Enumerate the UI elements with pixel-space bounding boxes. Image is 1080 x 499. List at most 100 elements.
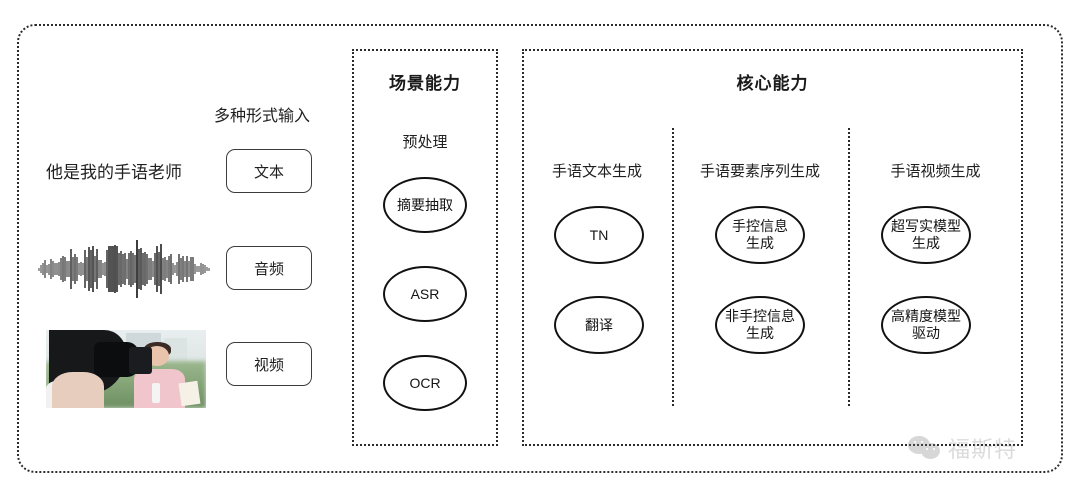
waveform-bar xyxy=(198,265,200,273)
waveform-bar xyxy=(44,260,46,278)
waveform-bar xyxy=(98,259,100,279)
waveform-bar xyxy=(68,261,70,277)
waveform-bar xyxy=(156,246,158,292)
waveform-bar xyxy=(120,251,122,287)
waveform-bar xyxy=(126,258,128,280)
waveform-bar xyxy=(140,247,142,291)
waveform-bar xyxy=(100,259,102,279)
waveform-bar xyxy=(170,254,172,284)
preprocess-group-label: 预处理 xyxy=(402,134,448,151)
node-photoreal-model-generation[interactable]: 超写实模型 生成 xyxy=(881,206,971,264)
waveform-bar xyxy=(176,261,178,277)
waveform-bar xyxy=(158,251,160,287)
waveform-bar xyxy=(122,254,124,284)
waveform-bar xyxy=(148,257,150,281)
node-asr[interactable]: ASR xyxy=(383,266,467,322)
waveform-bar xyxy=(96,248,98,290)
modality-button-video[interactable]: 视频 xyxy=(226,342,312,386)
waveform-bar xyxy=(180,257,182,281)
waveform-bar xyxy=(114,245,116,293)
waveform-bar xyxy=(88,247,90,291)
waveform-bar xyxy=(200,263,202,275)
waveform-bar xyxy=(48,263,50,275)
node-translation[interactable]: 翻译 xyxy=(554,296,644,354)
waveform-bar xyxy=(104,262,106,276)
node-summary-extraction[interactable]: 摘要抽取 xyxy=(383,177,467,233)
modality-button-text[interactable]: 文本 xyxy=(226,149,312,193)
waveform-bar xyxy=(134,255,136,283)
waveform-bar xyxy=(86,257,88,281)
waveform-bar xyxy=(142,252,144,286)
node-non-manual-signal-generation[interactable]: 非手控信息 生成 xyxy=(715,296,805,354)
waveform-bar xyxy=(116,246,118,292)
waveform-bar xyxy=(132,253,134,285)
waveform-bar xyxy=(204,265,206,273)
waveform-bar xyxy=(40,265,42,273)
text-sample-label: 他是我的手语老师 xyxy=(46,163,182,182)
waveform-bar xyxy=(112,245,114,293)
waveform-bar xyxy=(172,262,174,276)
waveform-bar xyxy=(194,263,196,275)
thumb-microphone xyxy=(151,383,160,404)
input-section-header: 多种形式输入 xyxy=(214,108,311,125)
waveform-bar xyxy=(128,253,130,285)
core-column-divider-1 xyxy=(672,128,674,406)
waveform-bar xyxy=(58,262,60,276)
waveform-bar xyxy=(60,258,62,280)
node-ocr[interactable]: OCR xyxy=(383,355,467,411)
node-high-precision-model-driving[interactable]: 高精度模型 驱动 xyxy=(881,296,971,354)
waveform-bar xyxy=(52,261,54,277)
waveform-bar xyxy=(108,245,110,293)
waveform-bar xyxy=(190,256,192,282)
core-capability-panel: 核心能力 xyxy=(522,49,1023,446)
waveform-bar xyxy=(136,239,138,299)
node-manual-signal-generation[interactable]: 手控信息 生成 xyxy=(715,206,805,264)
waveform-bar xyxy=(124,253,126,285)
waveform-bar xyxy=(64,257,66,281)
modality-button-audio[interactable]: 音频 xyxy=(226,246,312,290)
waveform-bar xyxy=(178,254,180,284)
waveform-bar xyxy=(80,262,82,276)
waveform-bar xyxy=(206,266,208,272)
thumb-lens-hood xyxy=(129,347,152,374)
waveform-bar xyxy=(152,260,154,278)
waveform-bar xyxy=(146,254,148,284)
core-column-label-sign-element-sequence-generation: 手语要素序列生成 xyxy=(699,163,820,180)
waveform-bar xyxy=(196,266,198,272)
thumb-operator-arm xyxy=(52,372,104,408)
waveform-bar xyxy=(46,264,48,274)
waveform-bar xyxy=(202,263,204,275)
waveform-bar xyxy=(118,252,120,286)
waveform-bar xyxy=(208,267,210,271)
waveform-bar xyxy=(56,262,58,276)
waveform-bar xyxy=(164,257,166,281)
waveform-bar xyxy=(84,250,86,288)
waveform-bar xyxy=(66,260,68,278)
waveform-bar xyxy=(102,263,104,275)
waveform-bar xyxy=(166,260,168,278)
waveform-bar xyxy=(186,255,188,283)
waveform-bar xyxy=(174,264,176,274)
waveform-bar xyxy=(82,262,84,276)
waveform-bar xyxy=(192,257,194,281)
waveform-bar xyxy=(70,249,72,289)
waveform-bar xyxy=(144,252,146,286)
scene-capability-title: 场景能力 xyxy=(389,74,461,93)
waveform-bar xyxy=(138,249,140,289)
node-tn[interactable]: TN xyxy=(554,206,644,264)
core-column-label-sign-text-generation: 手语文本生成 xyxy=(551,163,642,180)
thumb-reporter-body xyxy=(134,369,186,408)
waveform-bar xyxy=(150,257,152,281)
waveform-bar xyxy=(38,267,40,271)
waveform-bar xyxy=(162,258,164,280)
waveform-bar xyxy=(72,257,74,281)
waveform-bar xyxy=(184,260,186,278)
video-thumbnail xyxy=(46,330,206,408)
waveform-bar xyxy=(54,262,56,276)
scene-capability-panel: 场景能力 xyxy=(352,49,498,446)
waveform-bar xyxy=(130,251,132,287)
waveform-bar xyxy=(168,256,170,282)
thumb-notepad xyxy=(178,380,202,407)
waveform-bar xyxy=(62,255,64,283)
